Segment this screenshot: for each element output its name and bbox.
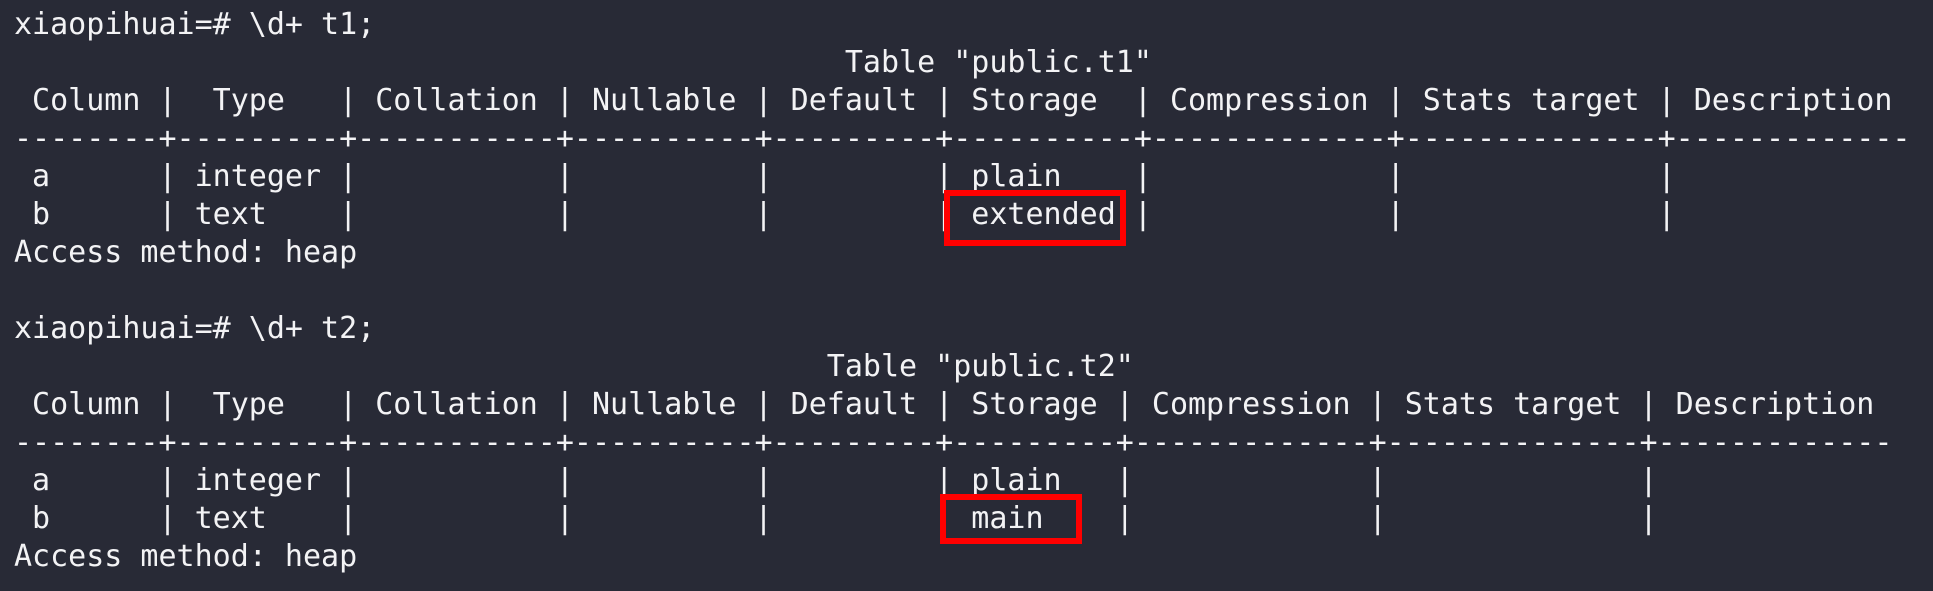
table-row-t2-b: b | text | | | | main | | | [14,501,1658,536]
command-prompt-t2: xiaopihuai=# \d+ t2; [14,311,376,346]
access-method-t1: Access method: heap [14,235,358,270]
table-row-t2-a: a | integer | | | | plain | | | [14,463,1658,498]
table-title-t2: Table "public.t2" [14,349,1134,384]
table-title-t1: Table "public.t1" [14,45,1152,80]
table-row-t1-b: b | text | | | | extended | | | [14,197,1676,232]
table-row-t1-a: a | integer | | | | plain | | | [14,159,1676,194]
command-prompt-t1: xiaopihuai=# \d+ t1; [14,7,376,42]
table-header-t2: Column | Type | Collation | Nullable | D… [14,387,1875,422]
table-header-t1: Column | Type | Collation | Nullable | D… [14,83,1893,118]
access-method-t2: Access method: heap [14,539,358,574]
table-separator-t1: --------+---------+-----------+---------… [14,121,1911,156]
table-separator-t2: --------+---------+-----------+---------… [14,425,1893,460]
